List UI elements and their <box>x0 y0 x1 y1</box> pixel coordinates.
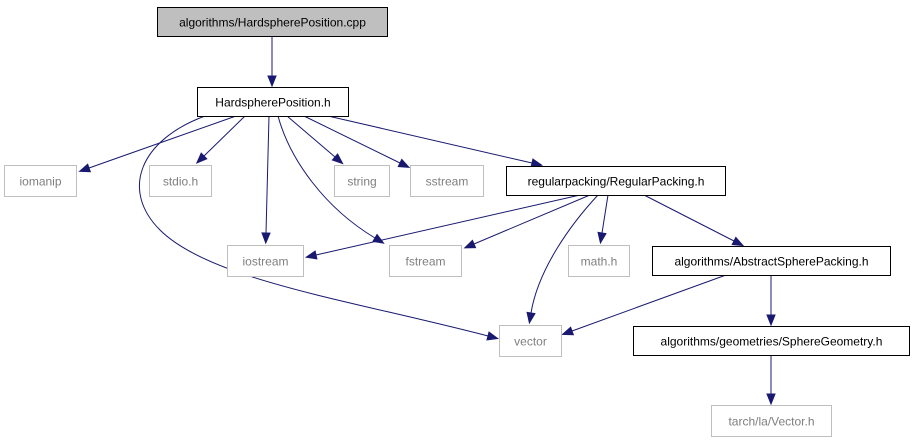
edge-line <box>473 194 591 245</box>
node-box <box>633 326 910 356</box>
edge-regular-to-iostream <box>304 194 581 260</box>
node-box <box>157 7 388 37</box>
node-box <box>149 165 212 197</box>
edge-line <box>277 115 376 239</box>
edge-regular-to-vector <box>526 194 599 325</box>
node-stdio: stdio.h <box>149 165 212 197</box>
edge-line <box>643 194 735 242</box>
edge-line <box>315 194 581 256</box>
node-string: string <box>334 165 390 197</box>
node-abstract[interactable]: algorithms/AbstractSpherePacking.h <box>652 246 891 276</box>
edge-arrowhead <box>267 75 277 88</box>
node-box <box>652 246 891 276</box>
edge-abstract-to-geom <box>766 275 776 327</box>
edge-geom-to-tvec <box>766 355 776 406</box>
edge-hsp-to-stdio <box>195 115 246 164</box>
node-label: algorithms/HardspherePosition.cpp <box>179 16 366 30</box>
edge-line <box>286 115 336 158</box>
node-iostream: iostream <box>227 245 304 277</box>
node-regular[interactable]: regularpacking/RegularPacking.h <box>506 166 726 196</box>
edge-regular-to-fstream <box>463 194 591 249</box>
edge-arrowhead <box>486 331 499 341</box>
node-hsp[interactable]: HardspherePosition.h <box>197 87 349 117</box>
node-label: regularpacking/RegularPacking.h <box>528 175 705 189</box>
edge-arrowhead <box>397 158 411 168</box>
node-root: algorithms/HardspherePosition.cpp <box>157 7 388 37</box>
node-label: vector <box>514 335 547 349</box>
edge-arrowhead <box>731 236 745 247</box>
node-label: tarch/la/Vector.h <box>728 415 814 429</box>
edge-root-to-hsp <box>267 36 277 88</box>
edge-regular-to-abstract <box>643 194 745 247</box>
node-box <box>389 245 462 277</box>
edge-line <box>203 115 246 157</box>
nodes-layer: algorithms/HardspherePosition.cppHardsph… <box>4 7 910 437</box>
edge-arrowhead <box>530 158 544 168</box>
node-label: iomanip <box>19 175 61 189</box>
edge-hsp-to-vector <box>138 115 499 341</box>
edge-arrowhead <box>304 250 318 260</box>
edge-arrowhead <box>597 231 607 245</box>
edge-arrowhead <box>526 311 536 325</box>
edge-hsp-to-iomanip <box>78 115 237 173</box>
node-box <box>499 325 562 357</box>
edge-regular-to-math <box>597 194 609 245</box>
node-vector: vector <box>499 325 562 357</box>
edge-arrowhead <box>561 326 575 336</box>
node-fstream: fstream <box>389 245 462 277</box>
node-box <box>568 245 630 277</box>
edge-arrowhead <box>463 239 477 249</box>
node-label: string <box>347 175 376 189</box>
edge-line <box>571 274 727 332</box>
edge-hsp-to-iostream <box>261 115 271 245</box>
edge-arrowhead <box>78 163 92 173</box>
node-label: fstream <box>405 255 445 269</box>
edge-line <box>530 194 599 314</box>
edge-line <box>327 115 533 164</box>
node-box <box>334 165 390 197</box>
node-label: HardspherePosition.h <box>215 96 330 110</box>
edge-arrowhead <box>195 152 208 164</box>
edges-layer <box>78 36 776 406</box>
edge-arrowhead <box>766 393 776 406</box>
node-math: math.h <box>568 245 630 277</box>
edge-line <box>303 115 401 164</box>
edge-arrowhead <box>261 232 271 245</box>
node-label: sstream <box>426 175 469 189</box>
edge-line <box>265 115 270 234</box>
edge-line <box>601 194 609 234</box>
edge-hsp-to-regular <box>327 115 544 168</box>
edge-line <box>88 115 237 169</box>
edge-arrowhead <box>766 314 776 327</box>
node-iomanip: iomanip <box>4 165 77 197</box>
node-box <box>4 165 77 197</box>
node-box <box>506 166 726 196</box>
edge-hsp-to-string <box>286 115 344 165</box>
node-box <box>410 165 484 197</box>
node-label: algorithms/geometries/SphereGeometry.h <box>661 335 883 349</box>
edge-arrowhead <box>331 153 344 165</box>
node-box <box>227 245 304 277</box>
node-label: algorithms/AbstractSpherePacking.h <box>674 255 868 269</box>
node-label: stdio.h <box>163 175 198 189</box>
node-label: iostream <box>242 255 288 269</box>
edge-line <box>138 115 489 337</box>
node-box <box>197 87 349 117</box>
node-sstream: sstream <box>410 165 484 197</box>
edge-abstract-to-vector <box>561 274 727 336</box>
node-tvec: tarch/la/Vector.h <box>711 405 832 437</box>
edge-hsp-to-sstream <box>303 115 411 168</box>
node-geom[interactable]: algorithms/geometries/SphereGeometry.h <box>633 326 910 356</box>
node-box <box>711 405 832 437</box>
node-label: math.h <box>581 255 618 269</box>
